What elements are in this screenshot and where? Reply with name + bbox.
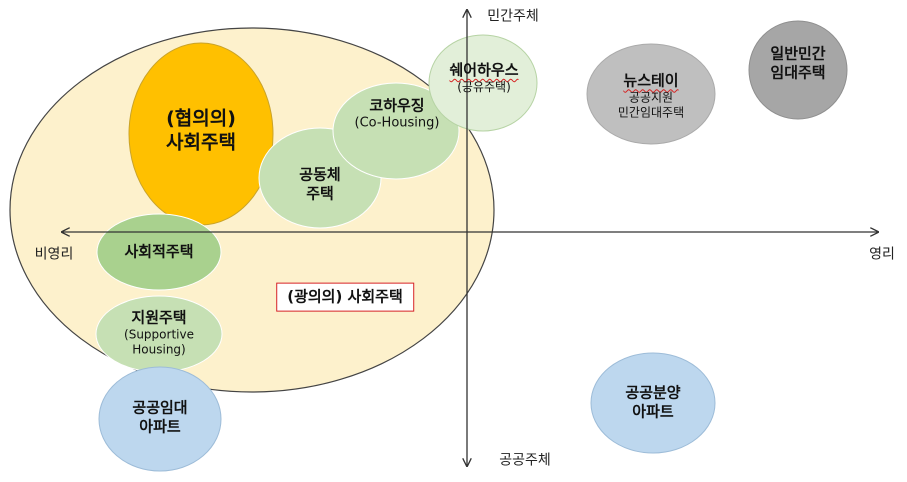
social-enterprise-line1: 사회적주택 [124, 242, 194, 261]
community-line1: 공동체 [299, 165, 341, 184]
cohousing-circle [332, 82, 460, 180]
cohousing-line2: (Co-Housing) [354, 115, 440, 131]
supportive-line2: (Supportive [124, 327, 194, 342]
cohousing-label: 코하우징 (Co-Housing) [355, 97, 440, 132]
narrow-social-housing-label: (협의의) 사회주택 [166, 107, 236, 155]
public-sale-apartment-label: 공공분양 아파트 [625, 383, 680, 421]
social-enterprise-housing-label: 사회적주택 [124, 243, 193, 262]
supportive-line1: 지원주택 [131, 308, 187, 327]
newstay-line3: 민간임대주택 [617, 105, 685, 120]
newstay-label: 뉴스테이 공공지원 민간임대주택 [618, 72, 684, 121]
share-house-label: 쉐어하우스 (공유주택) [449, 61, 518, 95]
share-house-circle [428, 34, 538, 132]
private-rental-circle [748, 20, 848, 120]
broad-social-housing-label: (광의의) 사회주택 [276, 282, 414, 312]
axis-label-bottom: 공공주체 [499, 452, 551, 469]
cohousing-line1: 코하우징 [369, 96, 425, 115]
public-sale-apartment-circle [590, 352, 716, 454]
narrow-line1: (협의의) [166, 107, 236, 130]
private-rental-line1: 일반민간 [770, 44, 826, 63]
axis-label-left: 비영리 [34, 246, 74, 263]
private-rental-label: 일반민간 임대주택 [770, 44, 825, 82]
newstay-line2: 공공지원 [628, 90, 674, 105]
axis-label-right: 영리 [869, 246, 895, 263]
share-line2: (공유주택) [457, 79, 511, 94]
newstay-circle [586, 43, 716, 145]
supportive-line3: Housing) [132, 342, 186, 357]
public-sale-line1: 공공분양 [625, 383, 681, 402]
public-rental-apartment-label: 공공임대 아파트 [132, 398, 187, 436]
share-line1: 쉐어하우스 [449, 61, 519, 80]
newstay-line1: 뉴스테이 [623, 71, 679, 90]
public-rental-line2: 아파트 [139, 417, 181, 435]
public-rental-apartment-circle [98, 366, 222, 472]
public-rental-line1: 공공임대 [132, 398, 188, 417]
supportive-housing-label: 지원주택 (Supportive Housing) [124, 309, 194, 358]
private-rental-line2: 임대주택 [770, 63, 826, 81]
community-housing-label: 공동체 주택 [299, 165, 340, 203]
axis-label-top: 민간주체 [487, 8, 539, 25]
public-sale-line2: 아파트 [632, 402, 674, 420]
narrow-line2: 사회주택 [166, 131, 236, 153]
community-line2: 주택 [306, 184, 334, 202]
